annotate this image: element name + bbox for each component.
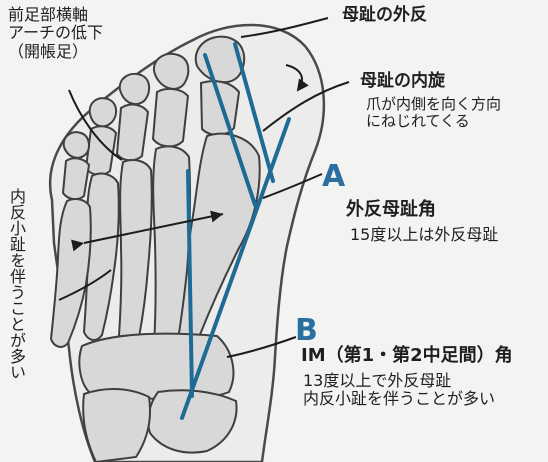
proximal-phalanx-3: [117, 105, 148, 161]
forefoot-arch-line-3: （開帳足）: [8, 43, 103, 61]
hallux-rotation-title: 母趾の内旋: [360, 72, 445, 92]
point-b-label: B: [295, 314, 318, 349]
hallux-valgus-label: 母趾の外反: [342, 6, 427, 26]
proximal-phalanx-5: [63, 158, 89, 199]
hallux-rotation-desc-line-1: 爪が内側を向く方向: [366, 96, 501, 113]
distal-phalanx-4: [90, 98, 116, 126]
distal-phalanx-3: [120, 74, 149, 104]
distal-phalanx-5: [64, 132, 89, 158]
bunionette-vertical-label: 内反小趾を伴うことが多い: [8, 188, 24, 448]
forefoot-arch-line-2: アーチの低下: [8, 24, 103, 42]
proximal-phalanx-2: [153, 89, 188, 146]
hallux-rotation-desc-line-2: にねじれてくる: [366, 113, 501, 130]
angle-b-description: 13度以上で外反母趾 内反小趾を伴うことが多い: [303, 372, 495, 409]
angle-a-title: 外反母趾角: [346, 200, 436, 221]
forefoot-arch-label: 前足部横軸 アーチの低下 （開帳足）: [8, 6, 103, 61]
point-a-label: A: [322, 160, 345, 195]
proximal-phalanx-1: [201, 81, 239, 135]
angle-b-desc-line-2: 内反小趾を伴うことが多い: [303, 390, 495, 408]
angle-b-desc-line-1: 13度以上で外反母趾: [303, 372, 495, 390]
angle-b-title: IM（第1・第2中足間）角: [301, 346, 513, 367]
hallux-rotation-description: 爪が内側を向く方向 にねじれてくる: [366, 96, 501, 131]
proximal-phalanx-4: [86, 126, 116, 175]
cuboid: [83, 389, 150, 462]
forefoot-arch-line-1: 前足部横軸: [8, 6, 103, 24]
angle-a-description: 15度以上は外反母趾: [350, 226, 498, 244]
